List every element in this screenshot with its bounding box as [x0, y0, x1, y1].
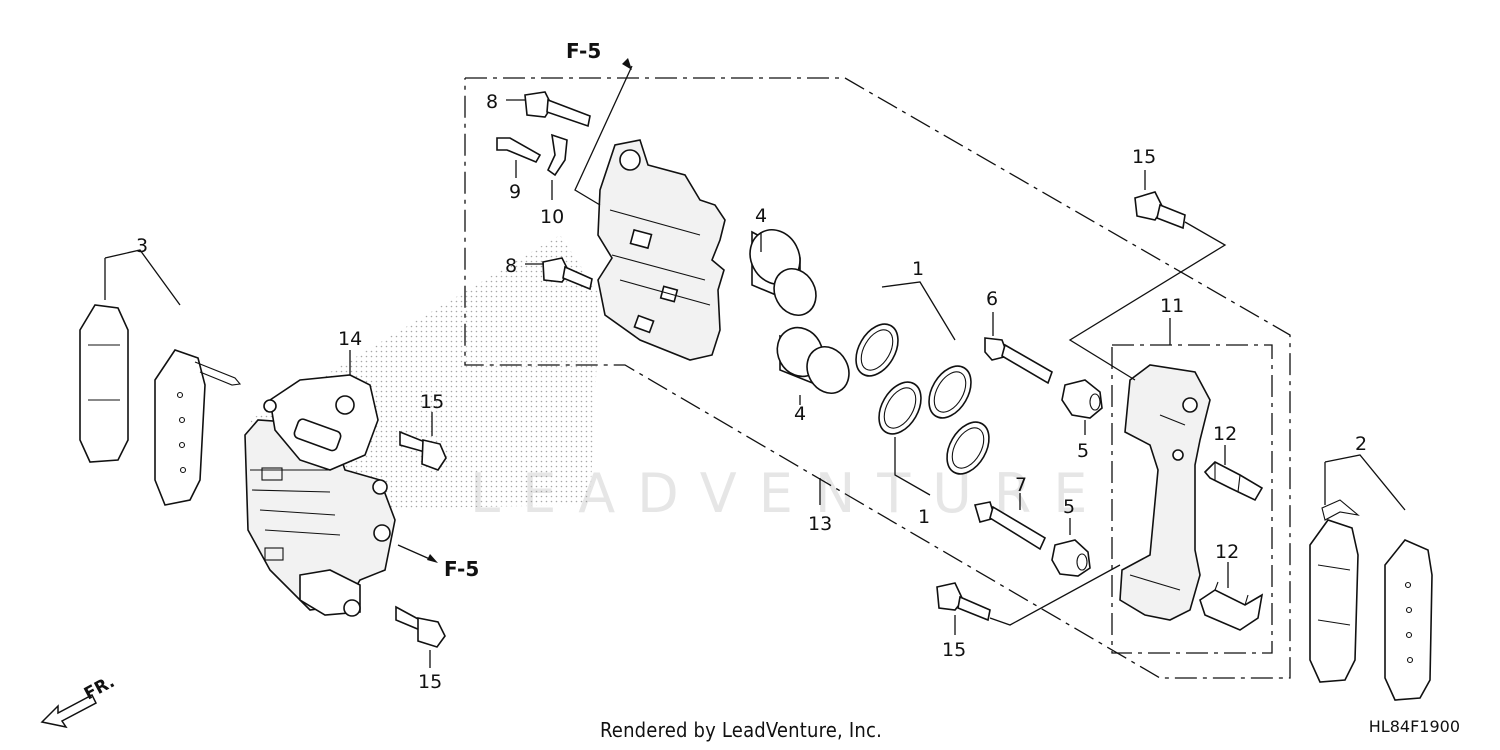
bleeder-cap	[546, 133, 568, 200]
pin-boot-lower	[1051, 518, 1091, 577]
callout-15-right-bottom: 15	[942, 639, 966, 661]
f5-top-leader	[574, 65, 633, 206]
render-credit: Rendered by LeadVenture, Inc.	[600, 718, 882, 742]
callout-5-top: 5	[1077, 440, 1089, 462]
callout-10: 10	[540, 206, 564, 228]
callout-2: 2	[1355, 433, 1367, 455]
callout-5-bottom: 5	[1063, 496, 1075, 518]
callout-3: 3	[136, 235, 148, 257]
callout-9: 9	[509, 181, 521, 203]
callout-13: 13	[808, 513, 832, 535]
piston-seal-set-lower	[878, 381, 990, 496]
front-arrow-icon	[40, 693, 97, 729]
flange-bolt-left-upper	[399, 412, 447, 471]
callout-6: 6	[986, 288, 998, 310]
brake-pad-set-left	[79, 249, 242, 506]
callout-15-left-bottom: 15	[418, 671, 442, 693]
callout-8-bottom: 8	[505, 255, 517, 277]
diagram-code: HL84F1900	[1368, 717, 1460, 736]
f5-left-leader	[397, 544, 433, 561]
brake-pad-set-right	[1309, 454, 1433, 701]
bleeder-screw	[496, 137, 542, 178]
callout-15-left-top: 15	[420, 391, 444, 413]
f5-left-arrow	[427, 554, 438, 563]
caliper-body	[597, 139, 726, 361]
callout-1-top: 1	[912, 258, 924, 280]
pin-boot-upper	[1061, 379, 1103, 435]
bolt-8-upper	[506, 91, 591, 128]
reference-f5-left: F-5	[444, 557, 479, 581]
callout-7: 7	[1015, 474, 1027, 496]
callout-11: 11	[1160, 295, 1184, 317]
flange-bolt-right-upper	[1068, 170, 1227, 381]
piston-lower	[776, 326, 850, 394]
piston-upper	[749, 229, 817, 316]
callout-12-bottom: 12	[1215, 541, 1239, 563]
flange-bolt-right-lower	[936, 564, 1121, 635]
flange-bolt-left-lower	[395, 605, 446, 668]
caliper-bracket	[1119, 318, 1211, 621]
piston-seal-set-upper	[855, 281, 972, 419]
callout-4-bottom: 4	[794, 403, 806, 425]
pad-retainer-upper	[1203, 445, 1264, 502]
callout-8-top: 8	[486, 91, 498, 113]
callout-1-bottom: 1	[918, 506, 930, 528]
caliper-assembly	[244, 350, 396, 617]
reference-f5-top: F-5	[566, 39, 601, 63]
callout-14: 14	[338, 328, 362, 350]
pad-retainer-lower	[1199, 562, 1264, 631]
front-direction-indicator: FR.	[40, 672, 118, 729]
callout-4-top: 4	[755, 205, 767, 227]
callout-15-right-top: 15	[1132, 146, 1156, 168]
f5-top-arrow	[622, 58, 632, 70]
bolt-8-lower	[525, 257, 593, 291]
caliper-assembly-outline	[464, 77, 1291, 679]
caliper-pin-7	[973, 493, 1047, 551]
callout-12-top: 12	[1213, 423, 1237, 445]
caliper-pin-6	[984, 312, 1053, 385]
bracket-assembly-outline	[1111, 344, 1273, 654]
